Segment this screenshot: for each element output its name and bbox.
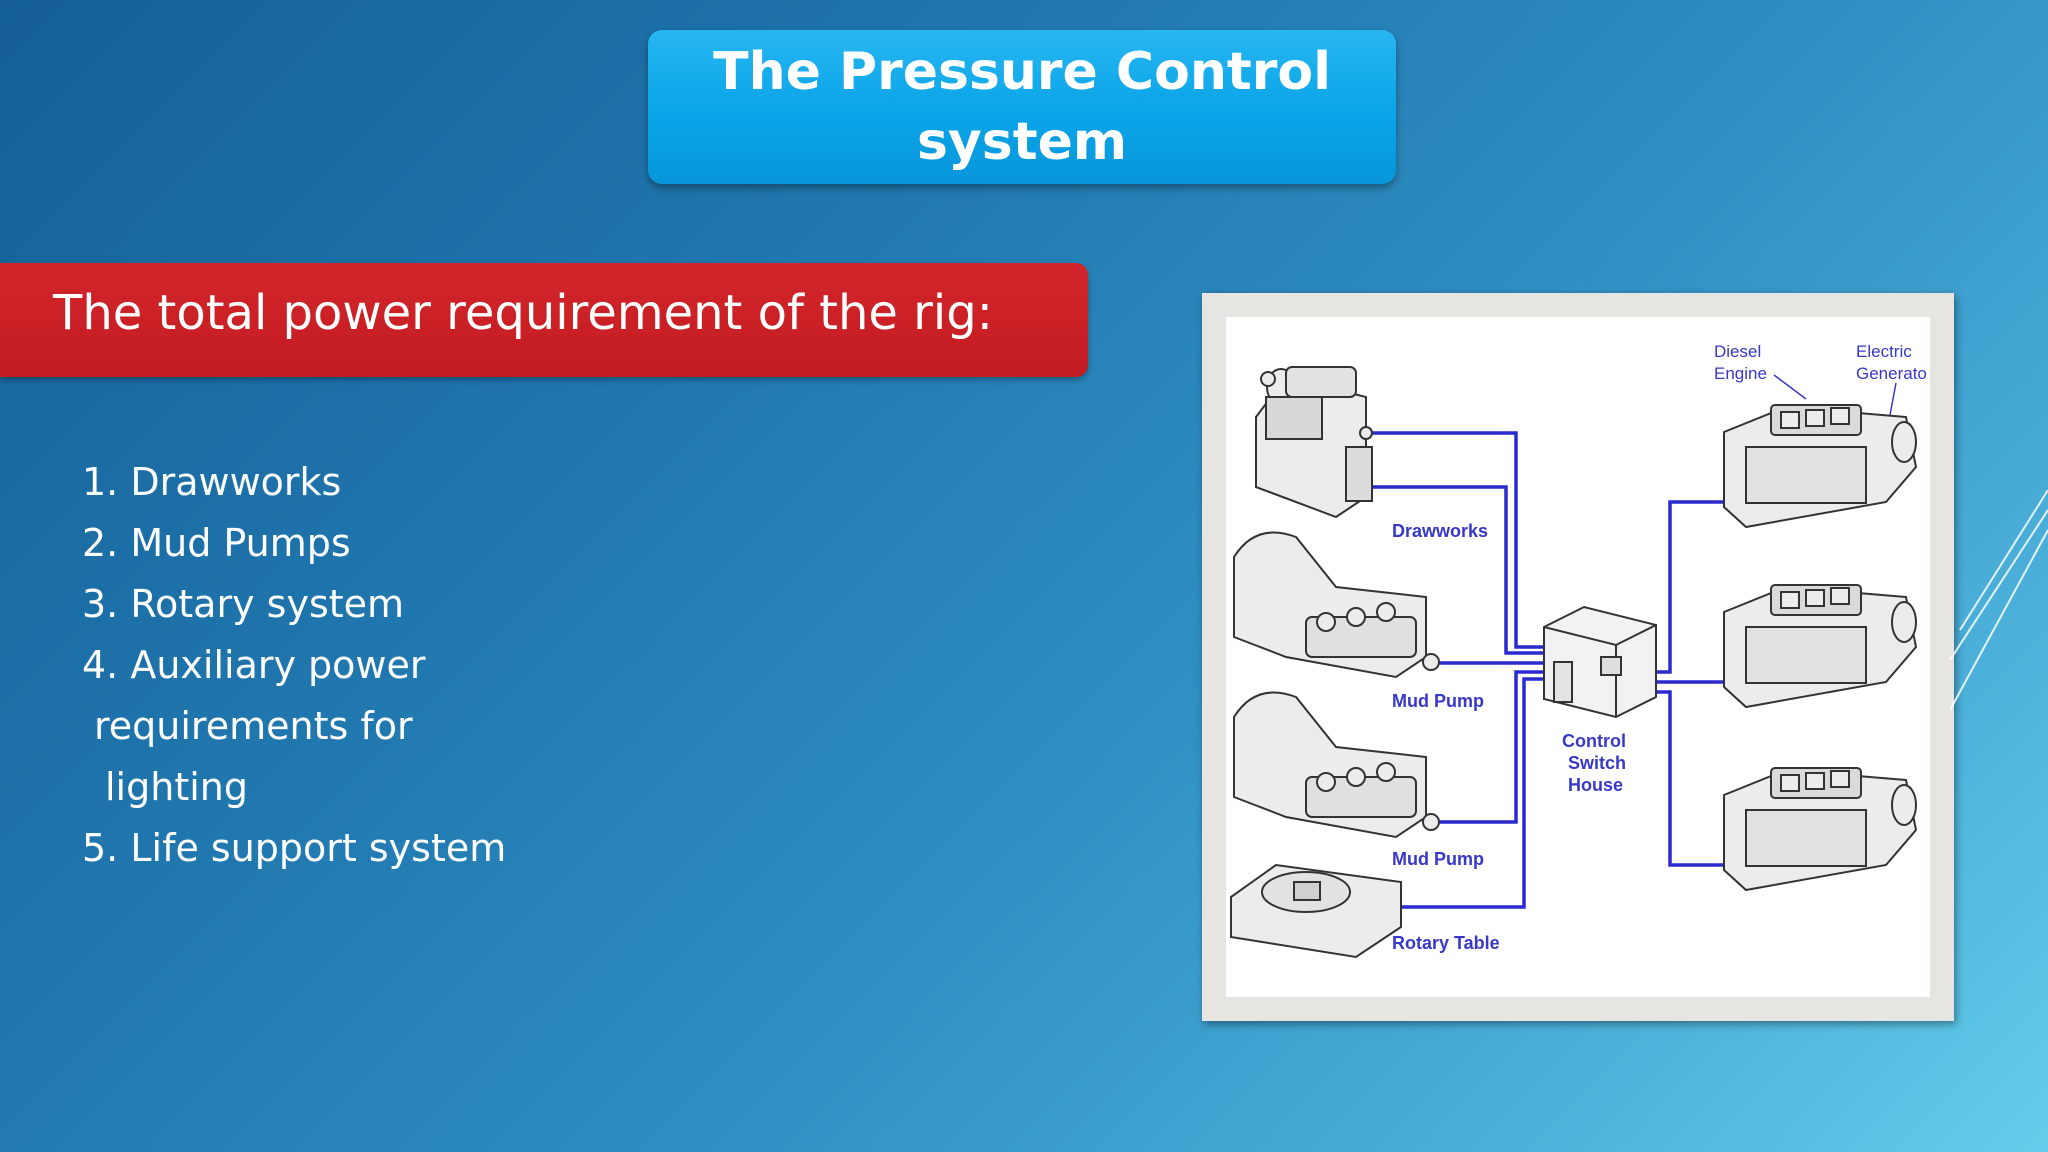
label-mud-pump-1: Mud Pump	[1392, 691, 1484, 711]
slide-title-box: The Pressure Control system	[648, 30, 1396, 184]
diagram-canvas: Drawworks Mud Pump	[1226, 317, 1930, 997]
drawworks-icon	[1255, 366, 1373, 519]
control-switch-house-icon	[1543, 605, 1657, 719]
rotary-table-icon	[1230, 863, 1402, 959]
list-item-life-support: 5. Life support system	[82, 826, 507, 870]
generator-set-icon-2	[1723, 584, 1918, 709]
label-diesel-2: Engine	[1714, 364, 1767, 383]
label-mud-pump-2: Mud Pump	[1392, 849, 1484, 869]
list-item-auxiliary-power-line3: lighting	[105, 765, 248, 809]
section-header-bar: The total power requirement of the rig:	[0, 263, 1088, 377]
rig-power-diagram: Drawworks Mud Pump	[1230, 342, 1927, 959]
wire-drawworks-lower	[1368, 485, 1554, 655]
label-rotary-table: Rotary Table	[1392, 933, 1500, 953]
list-item-auxiliary-power-line2: requirements for	[94, 704, 413, 748]
label-control-1: Control	[1562, 731, 1626, 751]
decorative-lines	[1950, 490, 2048, 711]
label-control-2: Switch	[1568, 753, 1626, 773]
slide-title-line-2: system	[916, 112, 1128, 172]
list-item-mud-pumps: 2. Mud Pumps	[82, 521, 351, 565]
wire-drawworks-upper	[1368, 431, 1554, 649]
pointer-diesel	[1773, 374, 1807, 400]
mud-pump-icon-2	[1233, 691, 1440, 839]
list-item-rotary-system: 3. Rotary system	[82, 582, 405, 626]
diagram-frame: Drawworks Mud Pump	[1202, 293, 1954, 1021]
wire-rotary-table	[1396, 677, 1554, 909]
label-electric-2: Generato	[1856, 364, 1927, 383]
label-drawworks: Drawworks	[1392, 521, 1488, 541]
label-diesel-1: Diesel	[1714, 342, 1761, 361]
pointer-electric	[1889, 382, 1897, 416]
generator-set-icon-1	[1723, 404, 1918, 529]
wire-generator-top	[1656, 500, 1724, 674]
section-header-text: The total power requirement of the rig:	[53, 285, 993, 341]
wire-generator-bottom	[1656, 690, 1724, 867]
list-item-drawworks: 1. Drawworks	[82, 460, 342, 504]
label-electric-1: Electric	[1856, 342, 1912, 361]
label-control-3: House	[1568, 775, 1623, 795]
list-item-auxiliary-power: 4. Auxiliary power	[82, 643, 426, 687]
slide-title-line-1: The Pressure Control	[713, 42, 1331, 102]
generator-set-icon-3	[1723, 767, 1918, 892]
wire-mud-pump-2	[1431, 670, 1554, 824]
mud-pump-icon-1	[1233, 531, 1440, 679]
